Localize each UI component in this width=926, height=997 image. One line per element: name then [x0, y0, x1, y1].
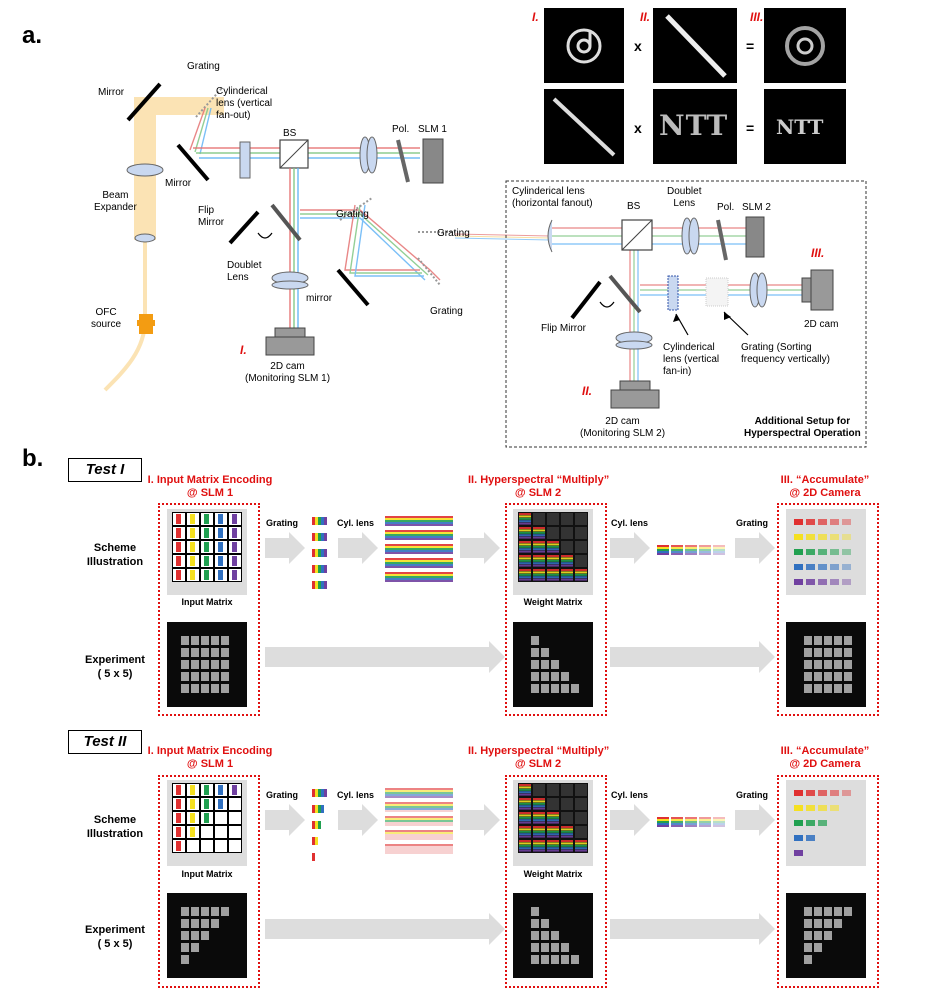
test-2-step2-heading: II. Hyperspectral “Multiply” @ SLM 2 — [468, 745, 610, 770]
test-2-arrow-label-cyl2: Cyl. lens — [611, 790, 649, 800]
label-cam2: 2D cam (Monitoring SLM 2) — [580, 416, 666, 439]
label-doublet-lens: Doublet Lens — [227, 260, 262, 283]
label-flip-mirror: Flip Mirror — [198, 205, 225, 228]
test-2-flow-arrows — [265, 788, 775, 945]
panel-b-label: b. — [22, 445, 44, 472]
label-grating-mid: Grating — [336, 209, 369, 220]
label-mirror-top: Mirror — [98, 87, 125, 98]
test-2-output-scheme — [786, 780, 866, 866]
roman-iii-cam: III. — [811, 246, 825, 260]
test-1-arrow-label-cyl2: Cyl. lens — [611, 518, 649, 528]
test-2-scheme-label: Scheme Illustration — [86, 814, 144, 840]
label-grating-top: Grating — [187, 61, 220, 72]
test-2-weight-box — [505, 775, 607, 988]
times-sign-1: x — [634, 38, 642, 54]
image-ntt-input: NTT — [653, 89, 737, 164]
label-ofc-source: OFC source — [91, 307, 122, 330]
test-1-step2-heading: II. Hyperspectral “Multiply” @ SLM 2 — [468, 474, 610, 499]
test-1-arrow-label-cyl: Cyl. lens — [337, 518, 375, 528]
label-slm2: SLM 2 — [742, 202, 771, 213]
label-slm1: SLM 1 — [418, 124, 447, 135]
test-2-title: Test II — [68, 730, 142, 754]
test-1-output-box — [777, 503, 879, 716]
image-diagonal-weight-1 — [653, 8, 737, 83]
test-2-input-box — [158, 775, 260, 988]
mirror-top — [126, 82, 162, 122]
test-2-arrow-label-grating: Grating — [266, 790, 299, 800]
label-cam1: 2D cam (Monitoring SLM 1) — [245, 361, 331, 384]
label-bs: BS — [283, 128, 297, 139]
equals-sign-2: = — [746, 120, 755, 136]
test-2-input-caption: Input Matrix — [181, 869, 233, 879]
test-2-step1-heading: I. Input Matrix Encoding @ SLM 1 — [147, 745, 273, 770]
label-doublet-lens2: Doublet Lens — [667, 186, 702, 209]
test-2-weight-caption: Weight Matrix — [523, 869, 583, 879]
image-diagonal-weight-2 — [544, 89, 624, 164]
label-mirror-left: Mirror — [165, 178, 192, 189]
test-1-arrow-label-grating: Grating — [266, 518, 299, 528]
test-1-input-box — [158, 503, 260, 716]
mirror-left — [176, 143, 210, 182]
times-sign-2: x — [634, 120, 642, 136]
test-1-step1-heading: I. Input Matrix Encoding @ SLM 1 — [147, 474, 273, 499]
label-cyl-lens-vertical: Cylinderical lens (vertical fan-out) — [216, 86, 273, 121]
label-cyl-lens-horizontal: Cylinderical lens (horizontal fanout) — [512, 186, 593, 209]
label-2d-cam: 2D cam — [804, 319, 839, 330]
roman-ii-eq: II. — [640, 10, 651, 24]
label-pol2: Pol. — [717, 202, 735, 213]
roman-ii-cam2: II. — [582, 384, 593, 398]
test-2-weight-experiment — [513, 893, 593, 978]
roman-i-eq: I. — [532, 10, 539, 24]
label-bs2: BS — [627, 201, 641, 212]
label-beam-expander: Beam Expander — [94, 190, 137, 213]
test-1-input-matrix — [167, 509, 247, 595]
image-ntt-output: NTT — [764, 89, 846, 164]
test-1-weight-experiment — [513, 622, 593, 707]
test-2-arrow-label-grating2: Grating — [736, 790, 769, 800]
test-2-output-experiment — [786, 893, 866, 978]
label-flip-mirror2: Flip Mirror — [541, 323, 586, 334]
label-pol: Pol. — [392, 124, 410, 135]
ntt-text: NTT — [659, 109, 729, 142]
test-2-output-box — [777, 775, 879, 988]
test-2-experiment-label: Experiment ( 5 x 5) — [85, 924, 145, 950]
test-1-arrow-label-grating2: Grating — [736, 518, 769, 528]
test-1-weight-caption: Weight Matrix — [523, 597, 583, 607]
test-2-weight-matrix — [513, 780, 593, 866]
test-1-weight-matrix — [513, 509, 593, 595]
test-1-flow-arrows — [265, 516, 775, 673]
panel-a-label: a. — [22, 22, 43, 49]
test-1-input-caption: Input Matrix — [181, 597, 233, 607]
equals-sign-1: = — [746, 38, 755, 54]
label-mirror-lower: mirror — [306, 293, 333, 304]
test-2-input-matrix — [167, 780, 247, 866]
image-ring-input — [544, 8, 624, 83]
test-1-title: Test I — [68, 458, 142, 482]
test-2-input-experiment — [167, 893, 247, 978]
test-1-step3-heading: III. “Accumulate” @ 2D Camera — [780, 474, 870, 499]
test-2-arrow-label-cyl: Cyl. lens — [337, 790, 375, 800]
label-grating-right: Grating — [437, 228, 470, 239]
test-1-input-experiment — [167, 622, 247, 707]
image-ring-output — [764, 8, 846, 83]
roman-iii-eq: III. — [750, 10, 764, 24]
label-cyl-lens-fan-in: Cylinderical lens (vertical fan-in) — [663, 342, 720, 377]
test-1-experiment-label: Experiment ( 5 x 5) — [85, 654, 145, 680]
label-grating-sorting: Grating (Sorting frequency vertically) — [741, 342, 830, 365]
label-grating-low: Grating — [430, 306, 463, 317]
test-1-output-experiment — [786, 622, 866, 707]
roman-i-cam1: I. — [240, 343, 247, 357]
ntt-text-out: NTT — [776, 115, 824, 139]
test-1-scheme-label: Scheme Illustration — [86, 542, 144, 568]
optical-setup-diagram — [103, 82, 867, 448]
test-2-step3-heading: III. “Accumulate” @ 2D Camera — [780, 745, 870, 770]
hyperspectral-title: Additional Setup for Hyperspectral Opera… — [744, 416, 861, 439]
test-1-weight-box — [505, 503, 607, 716]
test-1-output-scheme — [786, 509, 866, 595]
